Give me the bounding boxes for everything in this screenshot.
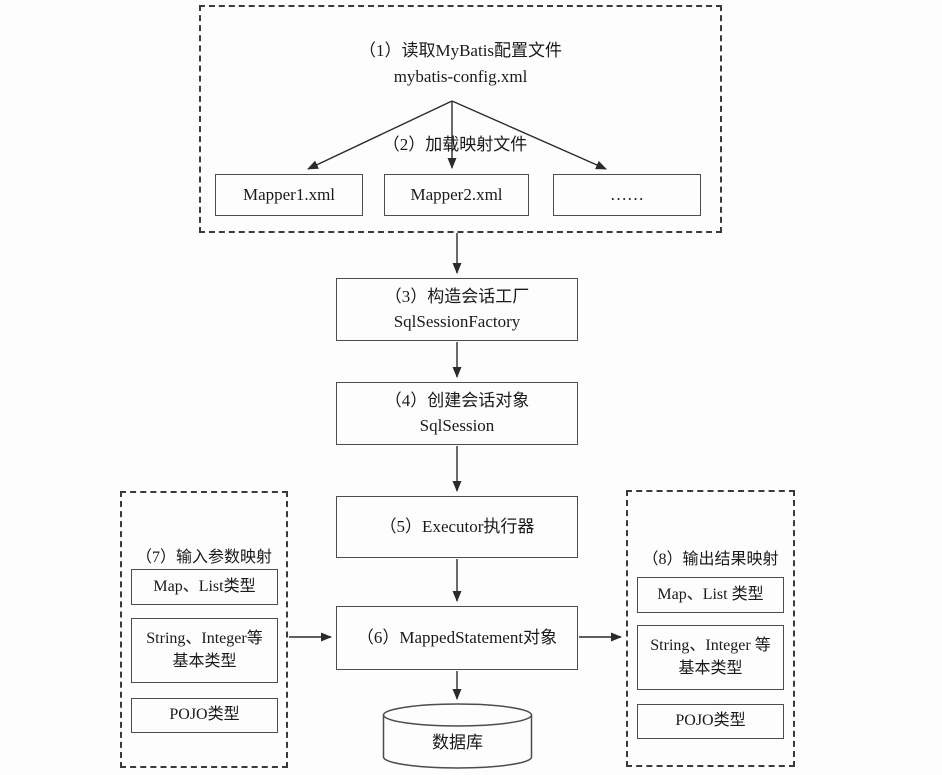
mapper1-label: Mapper1.xml <box>242 184 336 204</box>
input-item-map-list: Map、List类型 <box>131 569 278 605</box>
output-item-map-list: Map、List 类型 <box>637 577 784 613</box>
mapper2-label: Mapper2.xml <box>410 184 503 204</box>
sqlsessionfactory-box: （3）构造会话工厂 SqlSessionFactory <box>336 278 578 341</box>
mapper2-box: Mapper2.xml <box>384 174 529 216</box>
step2-label: （2）加载映射文件 <box>382 135 528 154</box>
step3-label-line2: SqlSessionFactory <box>393 311 521 331</box>
output-item-primitive: String、Integer 等 基本类型 <box>637 625 784 690</box>
input-item-pojo-label: POJO类型 <box>169 706 240 724</box>
output-item-pojo-label: POJO类型 <box>675 712 746 730</box>
input-item-primitive: String、Integer等 基本类型 <box>131 618 278 683</box>
mapper-ellipsis-box: …… <box>553 174 701 216</box>
output-item-primitive-line2: 基本类型 <box>678 659 743 677</box>
input-mapping-title: （7）输入参数映射 <box>135 549 272 566</box>
step1-label: （1）读取MyBatis配置文件 mybatis-config.xml <box>199 38 722 89</box>
output-item-primitive-line1: String、Integer 等 <box>650 637 771 655</box>
step5-label: （5）Executor执行器 <box>379 516 535 536</box>
mappedstatement-box: （6）MappedStatement对象 <box>336 606 578 670</box>
database-label: 数据库 <box>432 733 483 752</box>
step4-label-line1: （4）创建会话对象 <box>384 390 530 410</box>
mapper-ellipsis-label: …… <box>610 184 644 204</box>
executor-box: （5）Executor执行器 <box>336 496 578 558</box>
sqlsession-box: （4）创建会话对象 SqlSession <box>336 382 578 445</box>
input-mapping-section <box>120 491 288 768</box>
output-mapping-title: （8）输出结果映射 <box>642 551 779 568</box>
input-item-primitive-line1: String、Integer等 <box>146 630 263 648</box>
step6-label: （6）MappedStatement对象 <box>356 627 558 647</box>
step1-label-line1: （1）读取MyBatis配置文件 <box>358 41 563 60</box>
step4-label-line2: SqlSession <box>419 415 495 435</box>
output-item-pojo: POJO类型 <box>637 704 784 739</box>
step3-label-line1: （3）构造会话工厂 <box>384 286 530 306</box>
output-mapping-section <box>626 490 795 767</box>
mapper1-box: Mapper1.xml <box>215 174 363 216</box>
config-load-section <box>199 5 722 233</box>
input-item-pojo: POJO类型 <box>131 698 278 733</box>
input-item-primitive-line2: 基本类型 <box>172 652 237 670</box>
output-item-map-list-label: Map、List 类型 <box>657 585 764 603</box>
input-item-map-list-label: Map、List类型 <box>153 577 256 595</box>
step1-label-line2: mybatis-config.xml <box>393 66 528 86</box>
